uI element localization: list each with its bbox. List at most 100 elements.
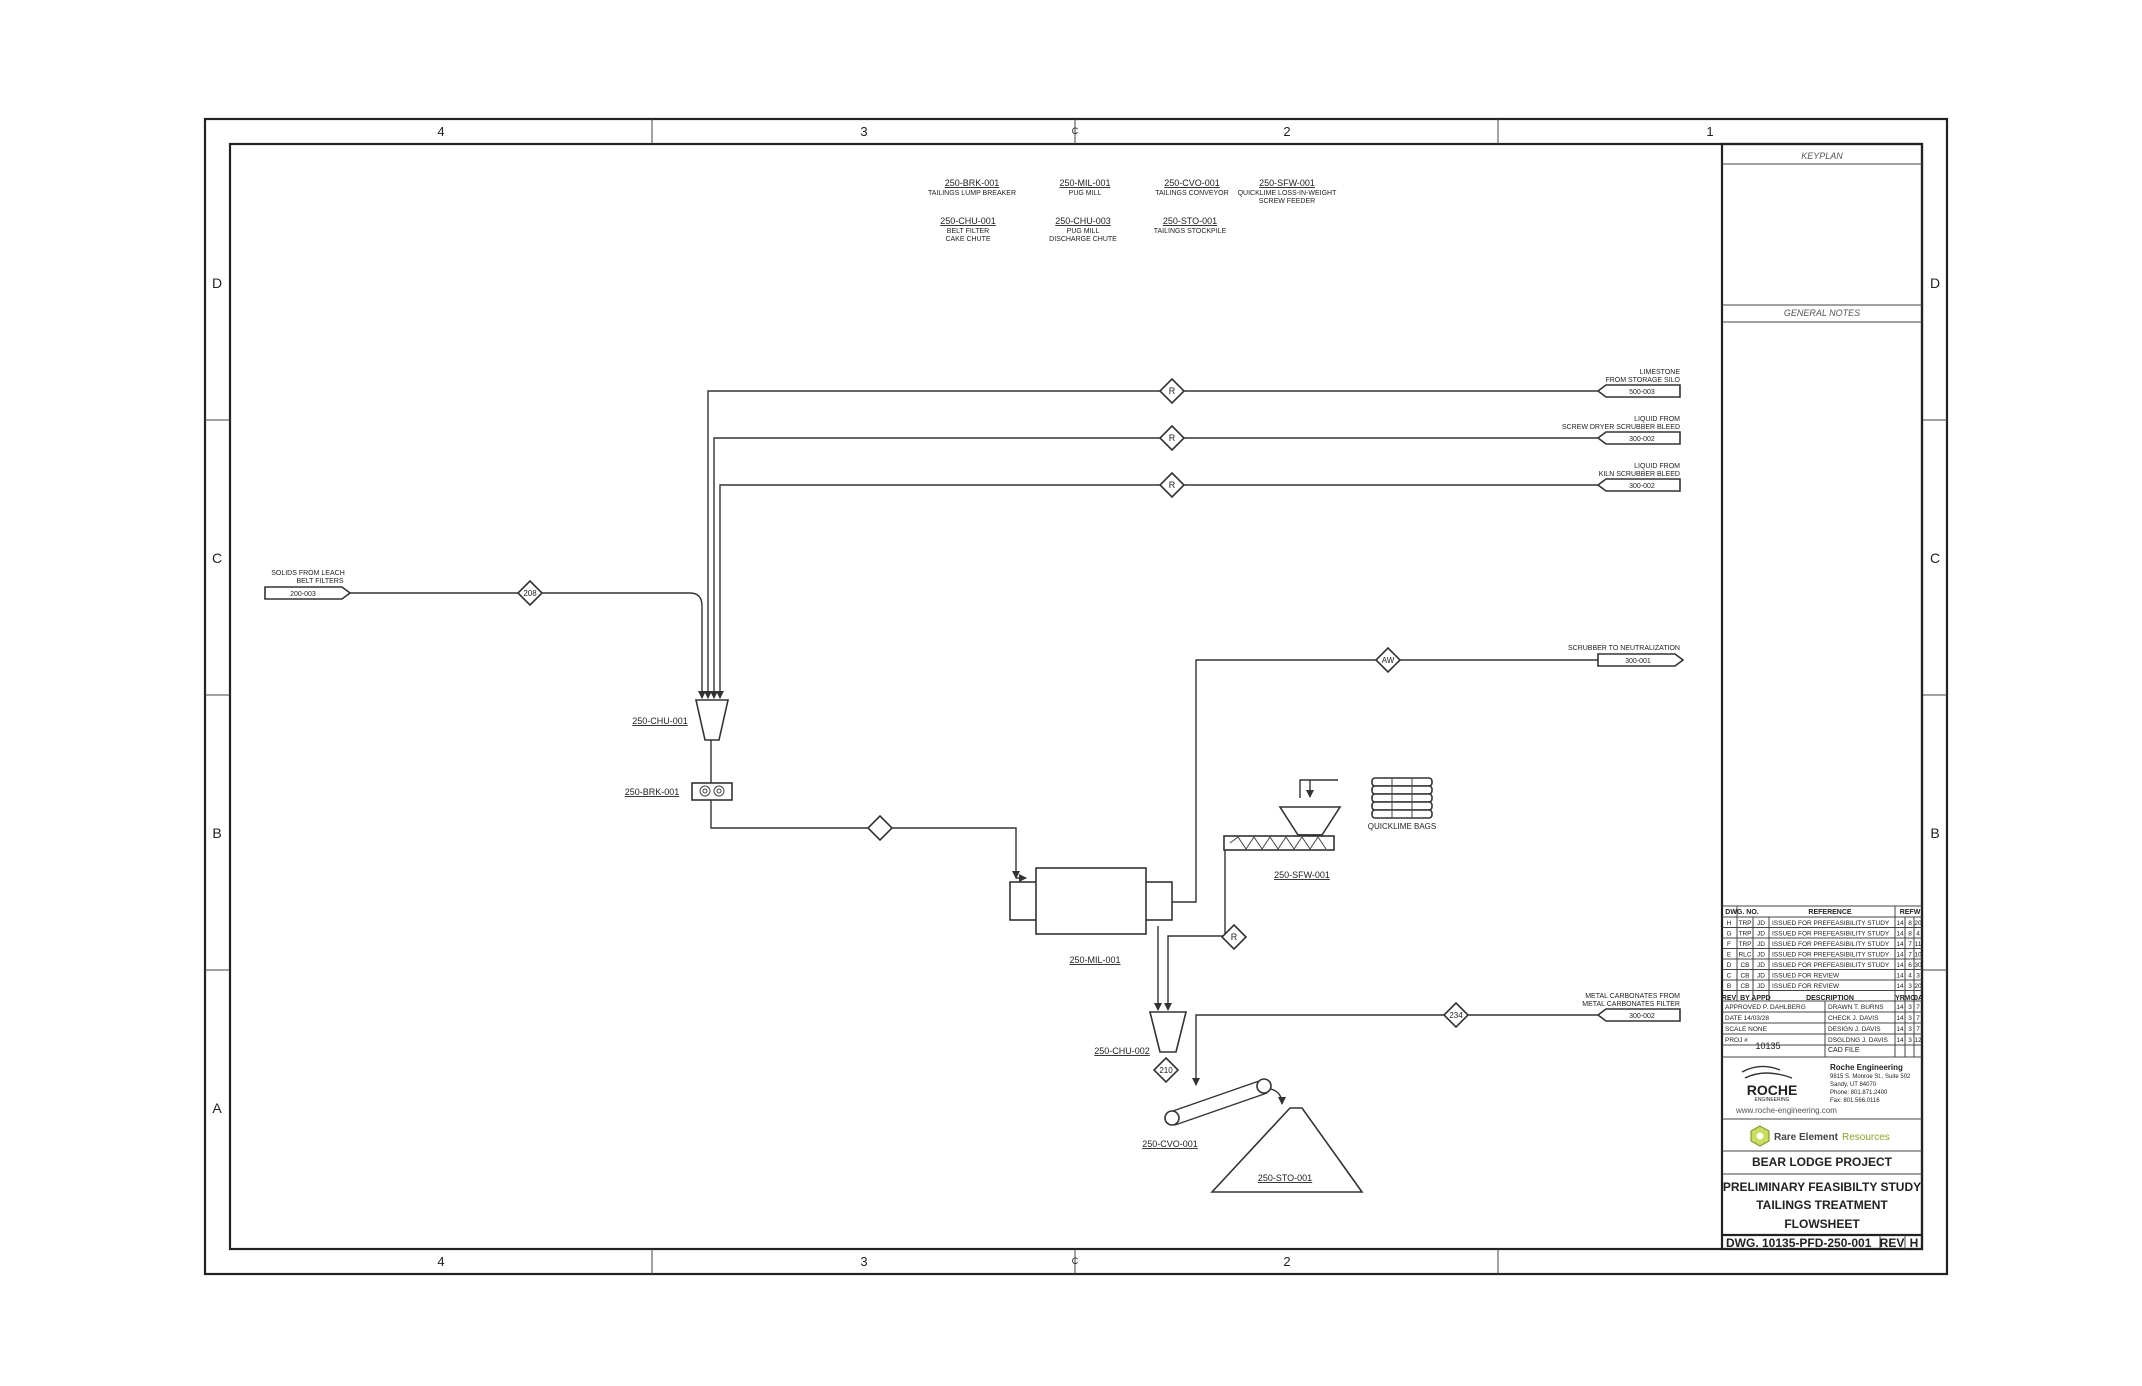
svg-text:LIQUID FROM: LIQUID FROM xyxy=(1634,416,1680,423)
revision-cell-rev: C xyxy=(1727,973,1732,980)
company-website: www.roche-engineering.com xyxy=(1735,1106,1837,1115)
approval-cell-yy: 14 xyxy=(1896,1026,1904,1033)
revision-cell-by: TRP xyxy=(1739,941,1752,948)
col-label: 3 xyxy=(860,1254,867,1269)
revision-cell-mo: 8 xyxy=(1908,920,1912,927)
approval-cell-dd: 7 xyxy=(1916,1015,1920,1022)
chute-250-chu-002: 250-CHU-002 xyxy=(1094,1011,1188,1056)
approval-cell-right: DESIGN J. DAVIS xyxy=(1828,1026,1881,1033)
border-labels: 4 3 2 1 4 3 2 C C D C B A D C B xyxy=(212,124,1940,1269)
connector-liquid-dryer: LIQUID FROM SCREW DRYER SCRUBBER BLEED 3… xyxy=(1562,416,1681,445)
revision-cell-mo: 7 xyxy=(1908,952,1912,959)
connector-metal-carbonates: METAL CARBONATES FROM METAL CARBONATES F… xyxy=(1582,993,1681,1022)
revision-cell-appd: JD xyxy=(1757,941,1765,948)
svg-text:BY: BY xyxy=(1740,995,1750,1002)
col-label: 3 xyxy=(860,124,867,139)
revision-cell-desc: ISSUED FOR PREFEASIBILITY STUDY xyxy=(1772,962,1890,969)
revision-cell-mo: 6 xyxy=(1908,962,1912,969)
keyplan-label: KEYPLAN xyxy=(1801,151,1843,161)
svg-text:BELT FILTERS: BELT FILTERS xyxy=(296,578,343,585)
approval-cell-left: SCALE NONE xyxy=(1725,1026,1768,1033)
svg-text:250-SFW-001: 250-SFW-001 xyxy=(1274,870,1330,880)
stream-tag-scrubber: AW xyxy=(1374,646,1402,674)
svg-text:SCREW FEEDER: SCREW FEEDER xyxy=(1259,198,1315,205)
svg-text:METAL CARBONATES FROM: METAL CARBONATES FROM xyxy=(1585,993,1680,1000)
svg-text:AW: AW xyxy=(1382,656,1395,665)
offpage-connectors: LIMESTONE FROM STORAGE SILO 500-003 LIQU… xyxy=(264,369,1685,1022)
row-label: B xyxy=(1930,825,1939,841)
cad-file-label: CAD FILE xyxy=(1828,1047,1860,1054)
svg-text:250-CHU-003: 250-CHU-003 xyxy=(1055,216,1111,226)
svg-text:TAILINGS STOCKPILE: TAILINGS STOCKPILE xyxy=(1154,228,1227,235)
screw-feeder-250-sfw-001: 250-SFW-001 xyxy=(1223,806,1342,880)
center-mark: C xyxy=(1072,126,1079,136)
approval-cell-dd: 12 xyxy=(1914,1037,1922,1044)
svg-text:PUG MILL: PUG MILL xyxy=(1067,228,1100,235)
svg-text:Roche Engineering: Roche Engineering xyxy=(1830,1063,1903,1072)
svg-text:PUG MILL: PUG MILL xyxy=(1069,190,1102,197)
svg-text:QUICKLIME LOSS-IN-WEIGHT: QUICKLIME LOSS-IN-WEIGHT xyxy=(1238,190,1338,197)
revision-cell-dd: 30 xyxy=(1914,962,1922,969)
svg-text:TAILINGS LUMP BREAKER: TAILINGS LUMP BREAKER xyxy=(928,190,1016,197)
revision-cell-by: TRP xyxy=(1739,931,1752,938)
revision-cell-by: CB xyxy=(1740,973,1749,980)
legend-item: 250-CHU-003 PUG MILL DISCHARGE CHUTE xyxy=(1049,216,1117,243)
revision-cell-dd: 10 xyxy=(1914,952,1922,959)
svg-text:REFW: REFW xyxy=(1900,909,1921,916)
stream-tag-metal-carbonates: 234 xyxy=(1442,1001,1470,1029)
svg-text:250-CHU-001: 250-CHU-001 xyxy=(632,716,688,726)
row-label: C xyxy=(212,550,222,566)
client-name: Rare Element xyxy=(1774,1132,1839,1143)
approval-cell-mo: 3 xyxy=(1908,1037,1912,1044)
svg-text:YR: YR xyxy=(1895,995,1905,1002)
quicklime-bags: QUICKLIME BAGS xyxy=(1368,777,1436,831)
svg-text:R: R xyxy=(1231,932,1238,942)
svg-text:9815 S. Monroe St., Suite 502: 9815 S. Monroe St., Suite 502 xyxy=(1830,1074,1911,1080)
stream-tag-liquid-kiln: R xyxy=(1158,471,1186,499)
svg-text:250-MIL-001: 250-MIL-001 xyxy=(1059,178,1110,188)
svg-text:REV: REV xyxy=(1722,995,1737,1002)
svg-text:SCRUBBER TO NEUTRALIZATION: SCRUBBER TO NEUTRALIZATION xyxy=(1568,645,1680,652)
stream-tags: R R R 208 AW R 234 210 xyxy=(516,377,1470,1084)
legend-item: 250-BRK-001 TAILINGS LUMP BREAKER xyxy=(928,178,1016,197)
process-lines xyxy=(350,390,1598,1105)
connector-liquid-kiln: LIQUID FROM KILN SCRUBBER BLEED 300-002 xyxy=(1596,463,1681,492)
revision-cell-yy: 14 xyxy=(1896,962,1904,969)
revision-cell-by: CB xyxy=(1740,962,1749,969)
center-mark: C xyxy=(1072,1256,1079,1266)
revision-cell-appd: JD xyxy=(1757,931,1765,938)
svg-text:DWG. NO.: DWG. NO. xyxy=(1725,909,1758,916)
col-label: 1 xyxy=(1706,124,1713,139)
revision-cell-dd: 11 xyxy=(1915,941,1922,948)
revision-cell-rev: B xyxy=(1727,983,1731,990)
svg-text:FROM STORAGE SILO: FROM STORAGE SILO xyxy=(1605,377,1680,384)
revision-cell-desc: ISSUED FOR PREFEASIBILITY STUDY xyxy=(1772,952,1890,959)
revision-cell-mo: 4 xyxy=(1908,973,1912,980)
revision-cell-by: TRP xyxy=(1739,920,1752,927)
svg-text:DA: DA xyxy=(1913,995,1923,1002)
svg-text:Fax: 801.566.0116: Fax: 801.566.0116 xyxy=(1830,1098,1880,1104)
svg-text:METAL CARBONATES FILTER: METAL CARBONATES FILTER xyxy=(1582,1001,1680,1008)
stream-tag-chute: 210 xyxy=(1152,1056,1180,1084)
revision-cell-dd: 3 xyxy=(1916,973,1920,980)
project-number: 10135 xyxy=(1755,1041,1780,1051)
row-label: D xyxy=(212,275,222,291)
stream-tag-sfw: R xyxy=(1220,923,1248,951)
svg-text:250-STO-001: 250-STO-001 xyxy=(1258,1173,1312,1183)
revision-cell-yy: 14 xyxy=(1896,920,1904,927)
row-label: A xyxy=(212,1100,222,1116)
col-label: 4 xyxy=(437,1254,444,1269)
revision-cell-rev: F xyxy=(1727,941,1731,948)
approval-cell-dd: 7 xyxy=(1916,1026,1920,1033)
approval-cell-yy: 14 xyxy=(1896,1004,1904,1011)
svg-text:500-003: 500-003 xyxy=(1629,389,1655,396)
revision-cell-yy: 14 xyxy=(1896,973,1904,980)
revision-cell-dd: 4 xyxy=(1916,931,1920,938)
revision-cell-desc: ISSUED FOR REVIEW xyxy=(1772,983,1840,990)
approval-cell-dd: 7 xyxy=(1916,1004,1920,1011)
col-label: 2 xyxy=(1283,124,1290,139)
approval-cell-mo: 3 xyxy=(1908,1004,1912,1011)
revision-cell-rev: H xyxy=(1727,920,1732,927)
